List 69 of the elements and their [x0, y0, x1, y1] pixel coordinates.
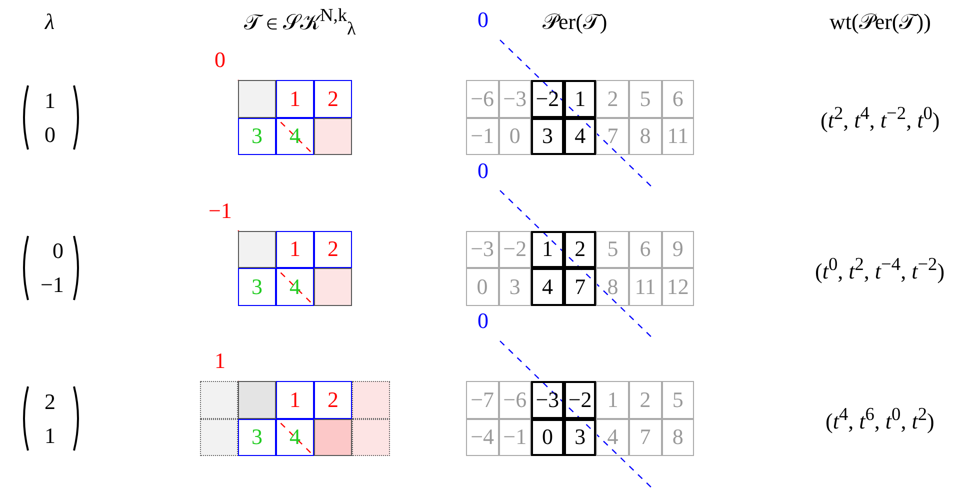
period-entry: −6 — [466, 80, 499, 118]
period-entry: −1 — [498, 418, 532, 456]
offset-label: 0 — [478, 160, 488, 182]
tableau-entry: 1 — [276, 230, 314, 268]
column-header: 𝒫er(𝒯) — [542, 11, 608, 33]
period-entry: 2 — [629, 381, 662, 418]
content-label: −1 — [208, 200, 232, 222]
period-entry: 11 — [662, 118, 694, 155]
period-entry: 3 — [531, 118, 564, 155]
period-entry: 1 — [596, 381, 629, 418]
tableau-entry: 3 — [238, 268, 276, 306]
period-entry: 7 — [596, 118, 629, 155]
matrix-entry: 1 — [44, 424, 56, 446]
period-entry: 8 — [662, 418, 694, 456]
tableau-entry: 3 — [238, 118, 276, 155]
matrix-entry: 1 — [44, 90, 56, 112]
period-entry: 6 — [662, 80, 694, 118]
tableau-entry: 1 — [276, 381, 314, 418]
tableau-entry: 1 — [276, 80, 314, 118]
period-entry: 5 — [629, 80, 662, 118]
tableau-entry: 3 — [238, 418, 276, 456]
period-entry: −3 — [531, 381, 564, 418]
offset-label: 0 — [478, 9, 488, 31]
period-entry: 2 — [596, 80, 629, 118]
offset-label: 0 — [478, 310, 488, 332]
period-entry: −4 — [466, 418, 499, 456]
period-entry: 0 — [498, 118, 532, 155]
period-entry: 3 — [564, 418, 596, 456]
content-label: 0 — [214, 49, 226, 71]
period-entry: −2 — [531, 80, 564, 118]
period-entry: −3 — [466, 230, 499, 268]
period-entry: 6 — [629, 230, 662, 268]
column-header: wt(𝒫er(𝒯)) — [830, 11, 931, 33]
matrix-entry: 0 — [52, 240, 64, 262]
period-entry: 5 — [662, 381, 694, 418]
period-entry: −2 — [564, 381, 596, 418]
period-entry: 7 — [629, 418, 662, 456]
matrix-entry: 2 — [44, 390, 56, 412]
tableau-entry: 2 — [314, 230, 352, 268]
column-header: λ — [45, 11, 55, 33]
period-entry: −2 — [498, 230, 532, 268]
period-entry: 0 — [466, 268, 499, 306]
period-entry: 7 — [564, 268, 596, 306]
period-entry: −1 — [466, 118, 499, 155]
period-entry: 4 — [596, 418, 629, 456]
period-entry: 5 — [596, 230, 629, 268]
matrix-entry: 0 — [44, 124, 56, 146]
period-entry: 1 — [531, 230, 564, 268]
weight-vector: (t$^{4}$, t$^{6}$, t$^{0}$, t$^{2}$) — [826, 405, 934, 432]
period-entry: 0 — [531, 418, 564, 456]
period-entry: 3 — [498, 268, 532, 306]
period-entry: 4 — [531, 268, 564, 306]
weight-vector: (t$^{0}$, t$^{2}$, t$^{−4}$, t$^{−2}$) — [815, 254, 945, 282]
content-label: 1 — [214, 350, 226, 372]
period-entry: 1 — [564, 80, 596, 118]
period-entry: 11 — [629, 268, 662, 306]
period-entry: 8 — [629, 118, 662, 155]
weight-vector: (t$^{2}$, t$^{4}$, t$^{−2}$, t$^{0}$) — [820, 104, 940, 132]
period-entry: −7 — [466, 381, 499, 418]
period-entry: −6 — [498, 381, 532, 418]
tableau-entry: 2 — [314, 80, 352, 118]
period-entry: 4 — [564, 118, 596, 155]
matrix-entry: −1 — [40, 274, 64, 296]
period-entry: 9 — [662, 230, 694, 268]
period-entry: −3 — [498, 80, 532, 118]
period-entry: 2 — [564, 230, 596, 268]
period-entry: 12 — [662, 268, 694, 306]
period-entry: 8 — [596, 268, 629, 306]
tableau-entry: 2 — [314, 381, 352, 418]
